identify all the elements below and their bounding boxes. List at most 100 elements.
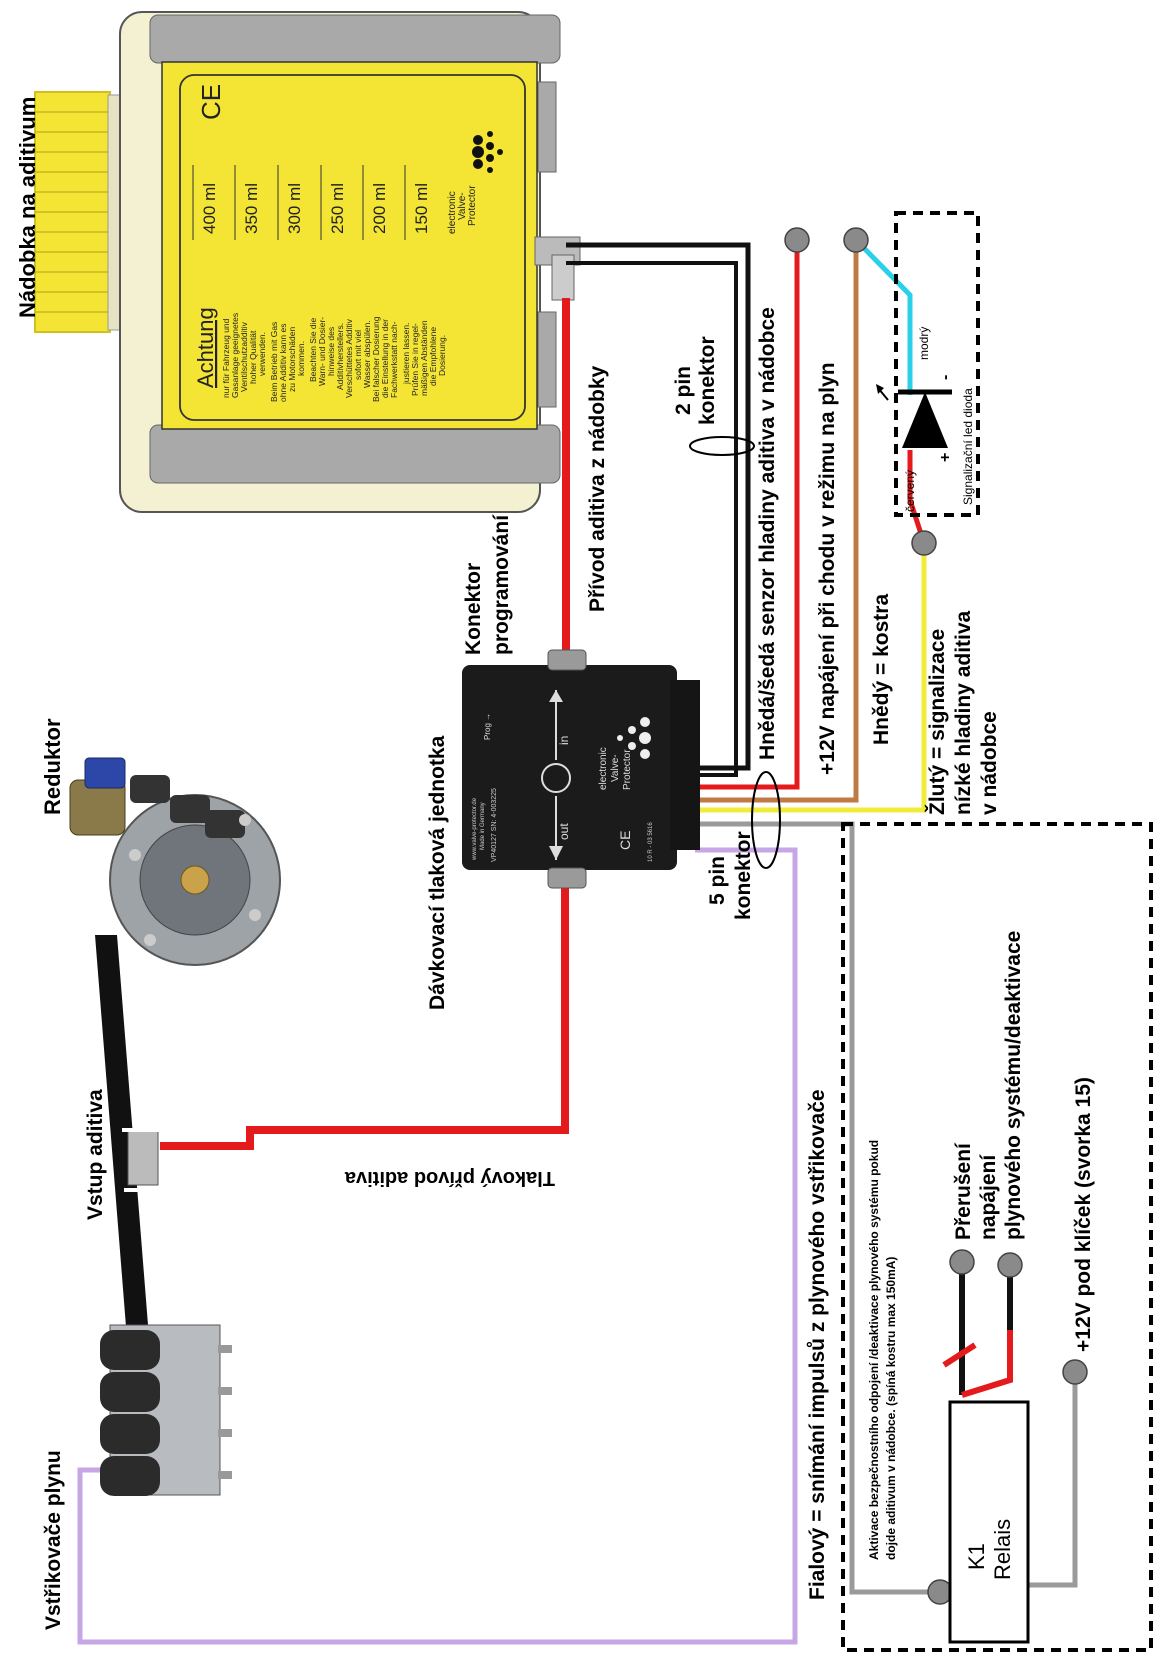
label-relay-relais: Relais — [990, 1519, 1015, 1580]
svg-text:Gasanlage geeignetes: Gasanlage geeignetes — [230, 313, 240, 398]
label-level-sensor: Hnědá/šedá senzor hladiny aditiva v nádo… — [756, 307, 779, 760]
svg-text:200 ml: 200 ml — [370, 183, 389, 234]
label-pin5-1: 5 pin — [706, 856, 729, 905]
label-relay-note-1: Aktivace bezpečnostního odpojení /deakti… — [867, 1140, 881, 1560]
label-blue: modrý — [917, 327, 931, 360]
label-pressure-line: Tlakový přívod aditiva — [344, 1167, 555, 1189]
grey-relay-wire — [695, 821, 940, 1595]
label-dosing-unit: Dávkovací tlaková jednotka — [426, 735, 449, 1010]
terminal-ignition — [1062, 1359, 1088, 1385]
terminal-interrupt-2 — [997, 1252, 1023, 1278]
label-yellow-1: Žlutý = signalizace — [925, 629, 949, 815]
unit-brand-3: Protector — [622, 749, 633, 790]
tank-warning-title: Achtung — [193, 307, 218, 388]
black-wire-sensor — [566, 242, 751, 771]
svg-text:Ventilschutzadditiv: Ventilschutzadditiv — [239, 321, 249, 392]
svg-text:Verschüttetes Additiv: Verschüttetes Additiv — [344, 318, 354, 398]
red-relay-switch — [961, 1330, 1013, 1398]
unit-site: www.valve-protector.de — [472, 797, 478, 861]
label-tank: Nádobka na aditivum — [15, 97, 40, 318]
tank-label-panel — [161, 61, 538, 430]
black-wire-sensor-2 — [566, 261, 738, 777]
svg-text:Bei falscher Dosierung: Bei falscher Dosierung — [371, 316, 381, 402]
svg-text:die Einstellung in der: die Einstellung in der — [380, 319, 390, 398]
red-12v-wire — [695, 240, 800, 790]
svg-text:nur für Fahrzeug und: nur für Fahrzeug und — [221, 318, 231, 398]
svg-text:350 ml: 350 ml — [242, 183, 261, 234]
svg-text:250 ml: 250 ml — [328, 183, 347, 234]
svg-text:sofort mit viel: sofort mit viel — [353, 330, 363, 380]
label-plus: + — [937, 453, 954, 462]
tank-level-marks: 400 ml 350 ml 300 ml 250 ml 200 ml 150 m… — [200, 183, 431, 234]
svg-text:150 ml: 150 ml — [412, 183, 431, 234]
reducer — [69, 757, 281, 966]
label-pin2-2: konektor — [696, 336, 719, 425]
gas-hose — [95, 935, 150, 1352]
tank-brand: electronic Valve- Protector — [447, 185, 478, 234]
svg-text:Valve-: Valve- — [457, 192, 468, 220]
purple-injector-wire — [77, 847, 798, 1645]
cyan-led-wire — [854, 238, 913, 395]
tank-warning-text: nur für Fahrzeug und Gasanlage geeignete… — [221, 313, 447, 402]
unit-brand-2: Valve- — [610, 754, 621, 782]
led-box — [894, 211, 980, 517]
svg-text:Fachwerkstatt nach-: Fachwerkstatt nach- — [389, 321, 399, 398]
unit-ce: CE — [617, 831, 633, 850]
unit-made: Made in Germany — [480, 802, 486, 850]
svg-text:400 ml: 400 ml — [200, 183, 219, 234]
svg-text:Beachten Sie die: Beachten Sie die — [308, 317, 318, 382]
tank-clip-bottom — [149, 424, 561, 484]
wires — [77, 238, 1078, 1645]
unit-port-out — [547, 867, 587, 889]
svg-text:electronic: electronic — [447, 191, 458, 234]
label-interrupt-3: plynového systému/deaktivace — [1002, 931, 1025, 1240]
terminal-12v — [784, 227, 810, 253]
led-diode — [876, 384, 952, 448]
label-ground: Hnědý = kostra — [870, 594, 893, 745]
label-prog-connector-2: programování — [490, 514, 513, 655]
svg-text:Warn- und Dosier-: Warn- und Dosier- — [317, 317, 327, 386]
svg-text:Protector: Protector — [467, 185, 478, 226]
tank-brand-logo — [472, 131, 503, 173]
unit-in: in — [557, 736, 571, 745]
grey-ignition-wire — [1010, 1375, 1078, 1588]
label-pin2-1: 2 pin — [672, 366, 695, 415]
svg-text:die Empfohlene: die Empfohlene — [428, 327, 438, 386]
gas-injectors — [100, 1324, 232, 1496]
svg-text:Additivherstellers.: Additivherstellers. — [335, 323, 345, 390]
label-additive-inlet: Vstup aditiva — [84, 1089, 107, 1220]
label-minus: - — [937, 375, 954, 380]
terminal-relay-1 — [927, 1579, 953, 1605]
label-supply-from-tank: Přívod aditiva z nádobky — [586, 365, 609, 612]
svg-text:verwenden.: verwenden. — [257, 332, 267, 376]
terminal-interrupt-1 — [949, 1249, 975, 1275]
tank-clip-top — [149, 14, 561, 64]
svg-text:mäßigen Abständen: mäßigen Abständen — [419, 320, 429, 396]
unit-brand-1: electronic — [598, 747, 609, 790]
unit-out: out — [557, 823, 571, 840]
additive-inlet-fitting — [127, 1129, 159, 1186]
terminal-led — [911, 530, 937, 556]
svg-text:justieren lassen.: justieren lassen. — [401, 323, 411, 385]
svg-text:kommen.: kommen. — [296, 341, 306, 376]
svg-text:Beim Betrieb mit Gas: Beim Betrieb mit Gas — [269, 322, 279, 402]
label-yellow-2: nízké hladiny aditiva — [952, 610, 975, 815]
dosing-unit: Prog → in out electronic Valve- Protecto… — [462, 649, 700, 889]
label-reducer: Reduktor — [40, 718, 65, 815]
label-red: červený — [903, 470, 917, 512]
label-yellow-3: v nádobce — [978, 711, 1001, 815]
svg-text:hoher Qualität: hoher Qualität — [248, 330, 258, 384]
pin2-marker — [689, 436, 755, 456]
label-ignition: +12V pod klíček (svorka 15) — [1072, 1077, 1095, 1352]
tank-ce-mark: CE — [196, 84, 226, 120]
label-relay-k1: K1 — [964, 1543, 989, 1570]
brown-ground-wire — [695, 240, 859, 803]
label-relay-note-2: dojde aditivum v nádobce. (spíná kostru … — [884, 1257, 898, 1560]
svg-text:hinweise des: hinweise des — [326, 327, 336, 376]
svg-text:Wasser abspülen.: Wasser abspülen. — [362, 320, 372, 388]
label-power-gas: +12V napájení při chodu v režimu na plyn — [816, 362, 839, 775]
tank-side-clip-2 — [537, 311, 557, 408]
unit-approval: 10 R - 03 5616 — [648, 822, 654, 862]
red-pressure-line — [160, 880, 569, 1150]
